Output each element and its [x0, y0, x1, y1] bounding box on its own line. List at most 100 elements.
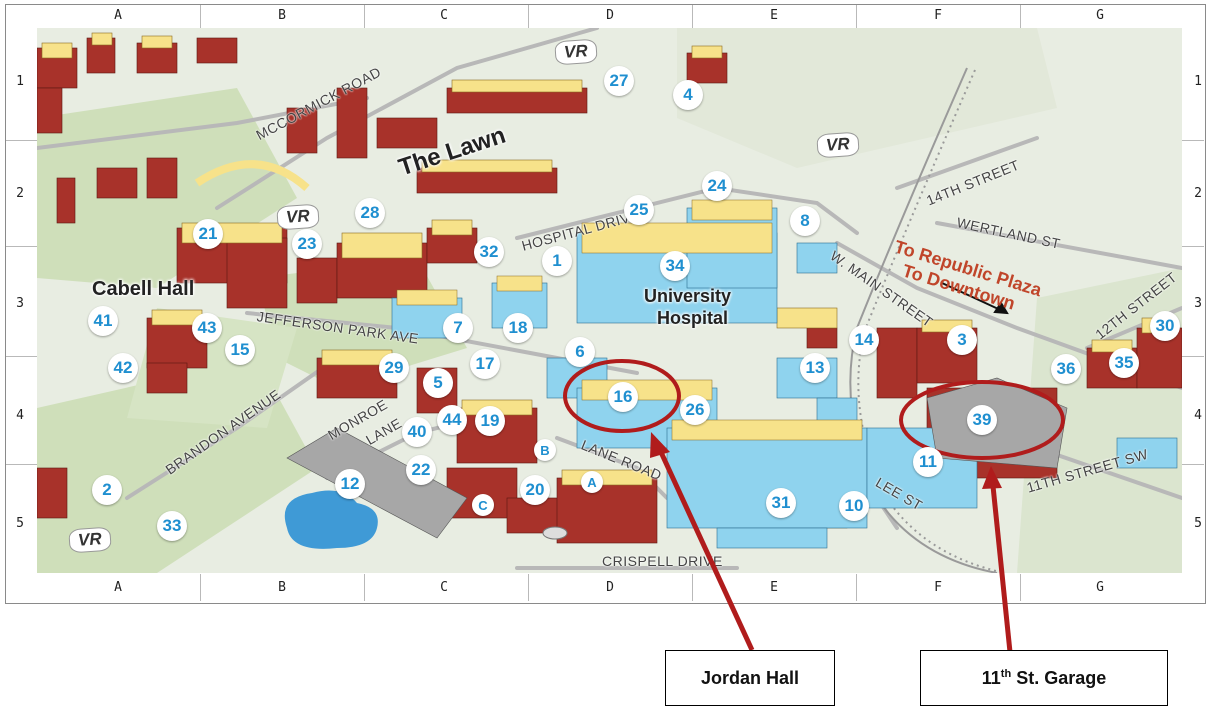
grid-tick — [1020, 574, 1021, 601]
map-pin-16[interactable]: 16 — [608, 382, 638, 412]
cabell-hall-label: Cabell Hall — [92, 278, 195, 300]
road-crispell: CRISPELL DRIVE — [602, 553, 723, 569]
grid-tick — [1182, 356, 1204, 357]
visitor-registration-marker[interactable]: VR — [276, 203, 320, 231]
amphitheatre — [194, 160, 310, 192]
grid-row-1-left: 1 — [16, 74, 24, 89]
map-pin-26[interactable]: 26 — [680, 395, 710, 425]
grid-tick — [692, 5, 693, 28]
grid-row-3-left: 3 — [16, 296, 24, 311]
map-pin-31[interactable]: 31 — [766, 488, 796, 518]
map-pin-41[interactable]: 41 — [88, 306, 118, 336]
map-pin-25[interactable]: 25 — [624, 195, 654, 225]
map-pin-6[interactable]: 6 — [565, 337, 595, 367]
visitor-registration-marker[interactable]: VR — [68, 526, 112, 554]
grid-tick — [200, 5, 201, 28]
grid-col-g-bottom: G — [1096, 580, 1104, 595]
grid-tick — [528, 5, 529, 28]
map-pin-8[interactable]: 8 — [790, 206, 820, 236]
highlight-layer — [563, 359, 1065, 460]
map-pin-21[interactable]: 21 — [193, 219, 223, 249]
map-pin-27[interactable]: 27 — [604, 66, 634, 96]
map-pin-c[interactable]: C — [472, 494, 494, 516]
grid-row-2-left: 2 — [16, 186, 24, 201]
grid-col-d-top: D — [606, 8, 614, 23]
map-pin-2[interactable]: 2 — [92, 475, 122, 505]
grid-tick — [1182, 246, 1204, 247]
map-pin-19[interactable]: 19 — [475, 406, 505, 436]
map-pin-40[interactable]: 40 — [402, 417, 432, 447]
grid-col-b-bottom: B — [278, 580, 286, 595]
grid-tick — [1182, 464, 1204, 465]
map-pin-15[interactable]: 15 — [225, 335, 255, 365]
grid-tick — [364, 574, 365, 601]
map-pin-36[interactable]: 36 — [1051, 354, 1081, 384]
map-pin-7[interactable]: 7 — [443, 313, 473, 343]
map-pin-13[interactable]: 13 — [800, 353, 830, 383]
grid-tick — [692, 574, 693, 601]
map-pin-42[interactable]: 42 — [108, 353, 138, 383]
grid-col-b-top: B — [278, 8, 286, 23]
map-pin-18[interactable]: 18 — [503, 313, 533, 343]
grid-col-a-bottom: A — [114, 580, 122, 595]
map-pin-32[interactable]: 32 — [474, 237, 504, 267]
campus-map[interactable]: The Lawn Cabell Hall University Hospital… — [37, 28, 1182, 573]
grid-tick — [1020, 5, 1021, 28]
map-pin-4[interactable]: 4 — [673, 80, 703, 110]
grid-col-e-bottom: E — [770, 580, 778, 595]
grid-tick — [6, 464, 37, 465]
map-pin-22[interactable]: 22 — [406, 455, 436, 485]
grid-tick — [6, 246, 37, 247]
grid-row-2-right: 2 — [1194, 186, 1202, 201]
jordan-hall-highlight — [563, 359, 681, 433]
university-hospital-label-1: University — [644, 286, 732, 306]
map-artwork — [37, 28, 1182, 573]
map-pin-3[interactable]: 3 — [947, 325, 977, 355]
jordan-hall-text: Jordan Hall — [700, 667, 800, 688]
map-pin-35[interactable]: 35 — [1109, 348, 1139, 378]
map-pin-14[interactable]: 14 — [849, 325, 879, 355]
map-pin-23[interactable]: 23 — [292, 229, 322, 259]
garage-highlight — [899, 380, 1065, 460]
grid-row-4-left: 4 — [16, 408, 24, 423]
map-pin-30[interactable]: 30 — [1150, 311, 1180, 341]
map-pin-24[interactable]: 24 — [702, 171, 732, 201]
grid-tick — [856, 5, 857, 28]
grid-tick — [200, 574, 201, 601]
grid-row-5-left: 5 — [16, 516, 24, 531]
grid-col-g-top: G — [1096, 8, 1104, 23]
pond — [284, 490, 378, 549]
grid-col-d-bottom: D — [606, 580, 614, 595]
map-pin-1[interactable]: 1 — [542, 246, 572, 276]
map-pin-28[interactable]: 28 — [355, 198, 385, 228]
map-pin-33[interactable]: 33 — [157, 511, 187, 541]
map-pin-29[interactable]: 29 — [379, 353, 409, 383]
university-hospital-label-2: Hospital — [657, 308, 729, 328]
garage-text: 11th St. Garage — [981, 667, 1107, 688]
map-pin-12[interactable]: 12 — [335, 469, 365, 499]
railroad — [849, 67, 1006, 573]
parking-garages — [286, 377, 1068, 539]
map-pin-5[interactable]: 5 — [423, 368, 453, 398]
map-pin-10[interactable]: 10 — [839, 491, 869, 521]
map-pin-44[interactable]: 44 — [437, 405, 467, 435]
grid-row-1-right: 1 — [1194, 74, 1202, 89]
map-pin-39[interactable]: 39 — [967, 405, 997, 435]
grid-row-3-right: 3 — [1194, 296, 1202, 311]
map-pin-20[interactable]: 20 — [520, 475, 550, 505]
map-pin-11[interactable]: 11 — [913, 447, 943, 477]
map-pin-43[interactable]: 43 — [192, 313, 222, 343]
grid-tick — [856, 574, 857, 601]
map-pin-34[interactable]: 34 — [660, 251, 690, 281]
grid-col-a-top: A — [114, 8, 122, 23]
grid-col-c-top: C — [440, 8, 448, 23]
visitor-registration-marker[interactable]: VR — [816, 131, 860, 159]
map-pin-17[interactable]: 17 — [470, 349, 500, 379]
map-pin-a[interactable]: A — [581, 471, 603, 493]
jordan-hall-callout: Jordan Hall — [665, 650, 835, 706]
downtown-arrow — [941, 282, 1009, 315]
grid-col-c-bottom: C — [440, 580, 448, 595]
grid-col-f-bottom: F — [934, 580, 942, 595]
visitor-registration-marker[interactable]: VR — [554, 38, 598, 66]
map-pin-b[interactable]: B — [534, 439, 556, 461]
